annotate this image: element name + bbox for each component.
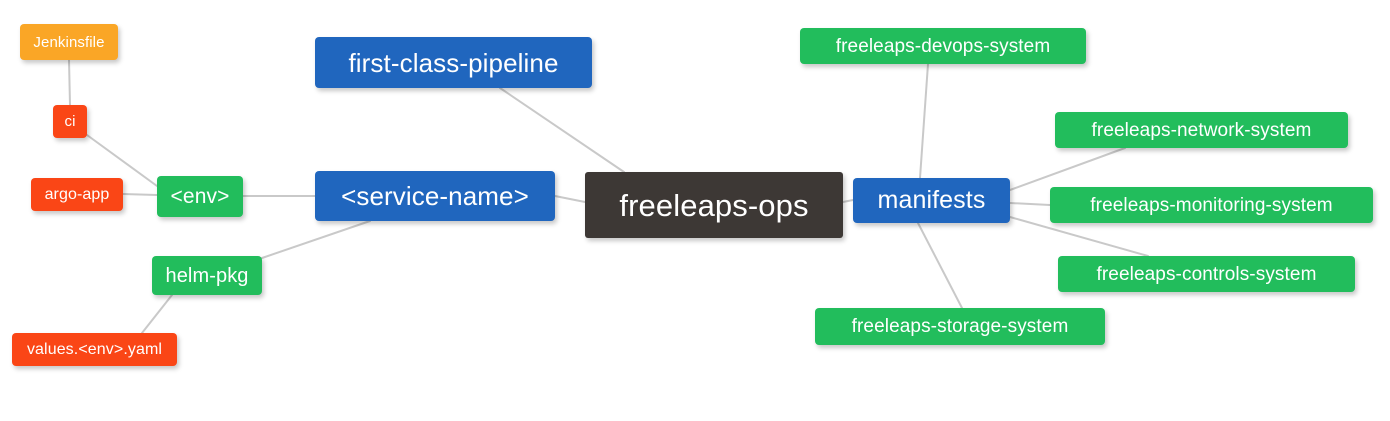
edge-jenkinsfile-to-ci — [68, 59, 71, 106]
node-devops-system[interactable]: freeleaps-devops-system — [800, 28, 1086, 64]
node-freeleaps-ops[interactable]: freeleaps-ops — [585, 172, 843, 238]
edge-manifests-to-monitoring-system — [1009, 202, 1051, 206]
node-helm-pkg[interactable]: helm-pkg — [152, 256, 262, 295]
node-values-yaml[interactable]: values.<env>.yaml — [12, 333, 177, 366]
node-monitoring-system[interactable]: freeleaps-monitoring-system — [1050, 187, 1373, 223]
node-argo-app[interactable]: argo-app — [31, 178, 123, 211]
node-jenkinsfile[interactable]: Jenkinsfile — [20, 24, 118, 60]
node-network-system[interactable]: freeleaps-network-system — [1055, 112, 1348, 148]
edge-helm-pkg-to-values-yaml — [141, 294, 173, 334]
node-storage-system[interactable]: freeleaps-storage-system — [815, 308, 1105, 345]
node-first-class-pipeline[interactable]: first-class-pipeline — [315, 37, 592, 88]
node-ci[interactable]: ci — [53, 105, 87, 138]
edge-manifests-to-storage-system — [917, 222, 963, 309]
edge-freeleaps-ops-to-manifests — [842, 199, 854, 203]
edge-first-class-pipeline-to-freeleaps-ops — [499, 87, 625, 173]
edge-argo-app-to-env — [122, 193, 158, 196]
node-manifests[interactable]: manifests — [853, 178, 1010, 223]
edge-manifests-to-devops-system — [919, 63, 929, 179]
edge-manifests-to-network-system — [1009, 147, 1126, 191]
node-controls-system[interactable]: freeleaps-controls-system — [1058, 256, 1355, 292]
edge-service-name-to-freeleaps-ops — [554, 195, 586, 203]
node-env[interactable]: <env> — [157, 176, 243, 217]
node-service-name[interactable]: <service-name> — [315, 171, 555, 221]
edge-service-name-to-helm-pkg — [261, 220, 371, 259]
